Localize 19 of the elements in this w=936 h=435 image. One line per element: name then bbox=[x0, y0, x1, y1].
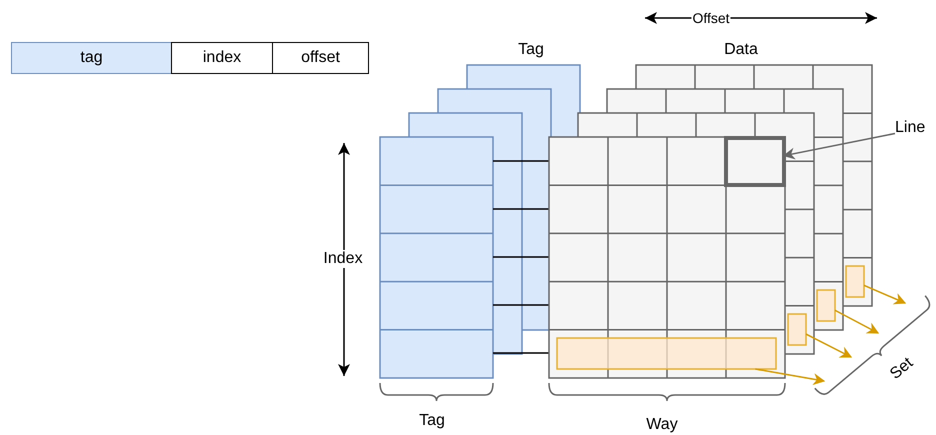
address-field: index bbox=[171, 42, 273, 74]
address-field: tag bbox=[11, 42, 172, 74]
dimension-label: Index bbox=[322, 250, 364, 268]
set-row-highlight bbox=[787, 313, 807, 346]
brace-label: Tag bbox=[419, 413, 445, 429]
arrow bbox=[755, 368, 826, 386]
column-heading: Data bbox=[724, 42, 758, 58]
line-label: Line bbox=[895, 120, 926, 136]
column-heading: Tag bbox=[518, 42, 544, 58]
set-row-highlight bbox=[556, 337, 777, 370]
arrow bbox=[864, 284, 906, 304]
set-row-highlight bbox=[816, 289, 836, 322]
dimension-label: Offset bbox=[691, 10, 731, 26]
set-row-highlight bbox=[845, 265, 865, 298]
address-field: offset bbox=[272, 42, 369, 74]
arrow bbox=[806, 333, 852, 358]
arrow bbox=[834, 310, 880, 334]
brace-label: Way bbox=[646, 417, 678, 433]
brace-label: Set bbox=[888, 355, 916, 383]
